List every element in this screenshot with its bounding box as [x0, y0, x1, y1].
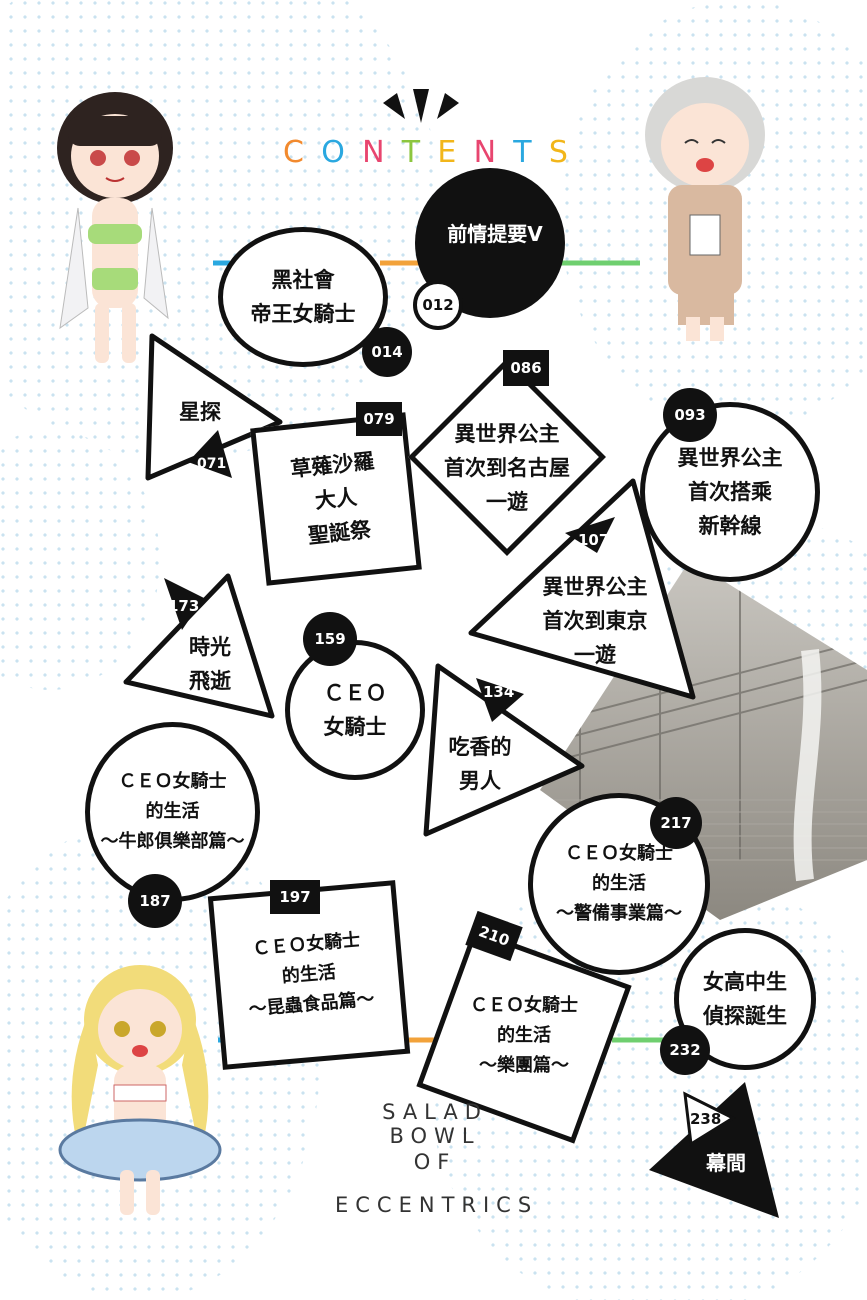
title-letter: C [283, 135, 304, 170]
entry-title: ＣＥＯ女騎士 的生活 ～牛郎俱樂部篇～ [100, 771, 245, 852]
entry-title: 女高中生 偵探誕生 [703, 970, 787, 1028]
character-illustration-dark-hair [57, 92, 173, 363]
footer-line: OF [413, 1150, 457, 1174]
page-number: 079 [356, 402, 402, 436]
page-number: 232 [660, 1025, 710, 1075]
entry-title: ＣＥＯ女騎士 的生活 ～昆蟲食品篇～ [247, 929, 376, 1021]
entry-title: ＣＥＯ 女騎士 [323, 681, 387, 739]
title-letter: E [437, 135, 457, 170]
triangle-frame [649, 1082, 779, 1218]
entry-title: 異世界公主 首次搭乘 新幹線 [677, 446, 783, 538]
entry-title: 草薙沙羅 大人 聖誕祭 [289, 448, 376, 549]
toc-entry-chapter[interactable]: 草薙沙羅 大人 聖誕祭 [250, 412, 422, 586]
page-number: 071 [197, 456, 227, 472]
toc-entry-chapter[interactable]: ＣＥＯ女騎士 的生活 ～牛郎俱樂部篇～ [85, 722, 260, 902]
title-letter: S [548, 135, 568, 170]
entry-title: ＣＥＯ女騎士 的生活 ～樂團篇～ [470, 995, 578, 1076]
footer-line: ECCENTRICS [335, 1193, 539, 1217]
triangle-frame [423, 663, 585, 837]
page-number: 217 [650, 797, 702, 849]
page-number: 014 [362, 327, 412, 377]
entry-title: ＣＥＯ女騎士 的生活 ～警備事業篇～ [556, 843, 682, 924]
triangle-frame [145, 333, 283, 481]
entry-title: 前情提要Ⅴ [447, 222, 543, 246]
entry-title: 黑社會 帝王女騎士 [250, 268, 356, 326]
page-number: 086 [503, 350, 549, 386]
page-number: 107 [578, 531, 610, 549]
page-number: 187 [128, 874, 182, 928]
page-number: 159 [303, 612, 357, 666]
title-letter: O [321, 135, 345, 170]
page-number: 173 [168, 597, 200, 615]
toc-entry-chapter[interactable]: 星探 [179, 400, 221, 424]
toc-entry-chapter[interactable]: 幕間 [706, 1151, 746, 1175]
toc-entry-chapter[interactable]: 吃香的 男人 [448, 735, 512, 793]
character-illustration-silver-hair [645, 77, 765, 341]
toc-entry-chapter[interactable]: 異世界公主 首次到名古屋 一遊 [444, 422, 570, 514]
contents-title: C O N T E N T S [283, 135, 568, 170]
character-illustration-blonde [58, 965, 222, 1215]
triangle-frame [468, 478, 696, 700]
page-number: 238 [690, 1110, 722, 1128]
toc-entry-chapter[interactable]: ＣＥＯ女騎士 的生活 ～警備事業篇～ [528, 793, 710, 975]
toc-entry-chapter[interactable]: 異世界公主 首次到東京 一遊 [542, 575, 648, 667]
toc-entry-chapter[interactable]: 時光 飛逝 [189, 635, 231, 693]
page-number: 093 [663, 388, 717, 442]
title-letter: N [473, 135, 497, 170]
triangle-frame [123, 573, 275, 719]
page-number: 197 [270, 880, 320, 914]
footer-line: SALAD BOWL [382, 1100, 488, 1148]
page-number: 012 [413, 280, 463, 330]
toc-entry-chapter[interactable]: 黑社會 帝王女騎士 [218, 227, 388, 367]
title-letter: T [513, 135, 532, 170]
title-letter: N [362, 135, 385, 170]
page-number: 134 [483, 683, 515, 701]
title-letter: T [401, 135, 421, 170]
header-spikes-icon [383, 89, 459, 123]
toc-entry-chapter[interactable]: ＣＥＯ 女騎士 [285, 640, 425, 780]
